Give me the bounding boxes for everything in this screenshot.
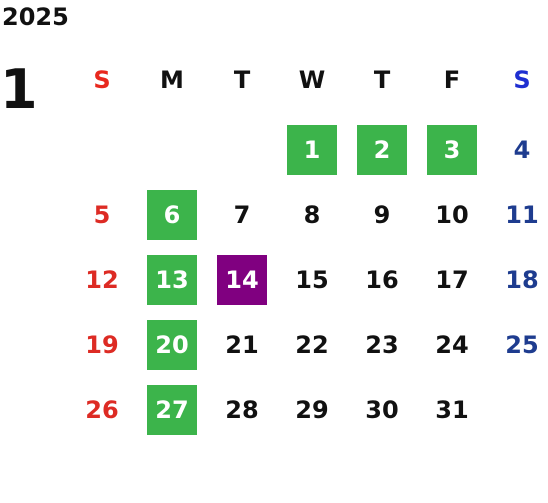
calendar-cell: 20 xyxy=(137,313,207,378)
calendar-cell: 3 xyxy=(417,118,487,183)
calendar-cell: 31 xyxy=(417,378,487,443)
calendar-day-9[interactable]: 9 xyxy=(357,190,407,240)
calendar-day-22[interactable]: 22 xyxy=(287,320,337,370)
calendar-cell: 27 xyxy=(137,378,207,443)
calendar-day-17[interactable]: 17 xyxy=(427,255,477,305)
calendar-cell: 10 xyxy=(417,183,487,248)
calendar-cell: 11 xyxy=(487,183,548,248)
calendar-cell: 15 xyxy=(277,248,347,313)
calendar-day-19[interactable]: 19 xyxy=(77,320,127,370)
weekday-header: S xyxy=(93,66,111,94)
calendar-cell: 2 xyxy=(347,118,417,183)
calendar-cell: 17 xyxy=(417,248,487,313)
calendar-cell: 25 xyxy=(487,313,548,378)
calendar-day-10[interactable]: 10 xyxy=(427,190,477,240)
weekday-header: S xyxy=(513,66,531,94)
weekday-header: W xyxy=(298,66,326,94)
calendar-cell xyxy=(487,378,548,443)
calendar-cell: 16 xyxy=(347,248,417,313)
calendar-day-6[interactable]: 6 xyxy=(147,190,197,240)
calendar-cell xyxy=(137,118,207,183)
calendar-cell: 1 xyxy=(277,118,347,183)
calendar-day-3[interactable]: 3 xyxy=(427,125,477,175)
calendar-cell: 14 xyxy=(207,248,277,313)
calendar-day-31[interactable]: 31 xyxy=(427,385,477,435)
calendar-cell: 23 xyxy=(347,313,417,378)
calendar-cell: 5 xyxy=(67,183,137,248)
calendar-cell: 4 xyxy=(487,118,548,183)
calendar-cell: 6 xyxy=(137,183,207,248)
calendar-day-20[interactable]: 20 xyxy=(147,320,197,370)
calendar-day-21[interactable]: 21 xyxy=(217,320,267,370)
calendar-cell: 24 xyxy=(417,313,487,378)
calendar-day-2[interactable]: 2 xyxy=(357,125,407,175)
calendar-day-15[interactable]: 15 xyxy=(287,255,337,305)
calendar-day-30[interactable]: 30 xyxy=(357,385,407,435)
month-label: 1 xyxy=(0,58,38,121)
calendar-cell: 26 xyxy=(67,378,137,443)
calendar-day-5[interactable]: 5 xyxy=(77,190,127,240)
calendar-day-16[interactable]: 16 xyxy=(357,255,407,305)
calendar-day-18[interactable]: 18 xyxy=(497,255,547,305)
calendar-day-25[interactable]: 25 xyxy=(497,320,547,370)
year-label: 2025 xyxy=(2,3,69,31)
calendar-cell: 28 xyxy=(207,378,277,443)
calendar-cell: 29 xyxy=(277,378,347,443)
calendar-day-12[interactable]: 12 xyxy=(77,255,127,305)
calendar-cell: 22 xyxy=(277,313,347,378)
calendar-day-11[interactable]: 11 xyxy=(497,190,547,240)
calendar-cell: 19 xyxy=(67,313,137,378)
calendar-cell xyxy=(67,118,137,183)
calendar-day-26[interactable]: 26 xyxy=(77,385,127,435)
calendar-day-14[interactable]: 14 xyxy=(217,255,267,305)
calendar-cell xyxy=(207,118,277,183)
calendar-cell: 12 xyxy=(67,248,137,313)
calendar-cell: 21 xyxy=(207,313,277,378)
weekday-header: T xyxy=(233,66,251,94)
calendar-day-13[interactable]: 13 xyxy=(147,255,197,305)
weekday-header: F xyxy=(443,66,461,94)
calendar-day-28[interactable]: 28 xyxy=(217,385,267,435)
calendar-day-23[interactable]: 23 xyxy=(357,320,407,370)
calendar-cell: 9 xyxy=(347,183,417,248)
calendar-cell: 18 xyxy=(487,248,548,313)
calendar-cell: 7 xyxy=(207,183,277,248)
calendar-day-4[interactable]: 4 xyxy=(497,125,547,175)
calendar-day-27[interactable]: 27 xyxy=(147,385,197,435)
calendar-day-29[interactable]: 29 xyxy=(287,385,337,435)
calendar-day-1[interactable]: 1 xyxy=(287,125,337,175)
calendar-day-7[interactable]: 7 xyxy=(217,190,267,240)
calendar-cell: 13 xyxy=(137,248,207,313)
weekday-header: M xyxy=(160,66,184,94)
calendar-day-24[interactable]: 24 xyxy=(427,320,477,370)
calendar-day-8[interactable]: 8 xyxy=(287,190,337,240)
calendar-cell: 30 xyxy=(347,378,417,443)
weekday-header-row: S M T W T F S xyxy=(67,62,548,98)
weekday-header: T xyxy=(373,66,391,94)
calendar-cell: 8 xyxy=(277,183,347,248)
